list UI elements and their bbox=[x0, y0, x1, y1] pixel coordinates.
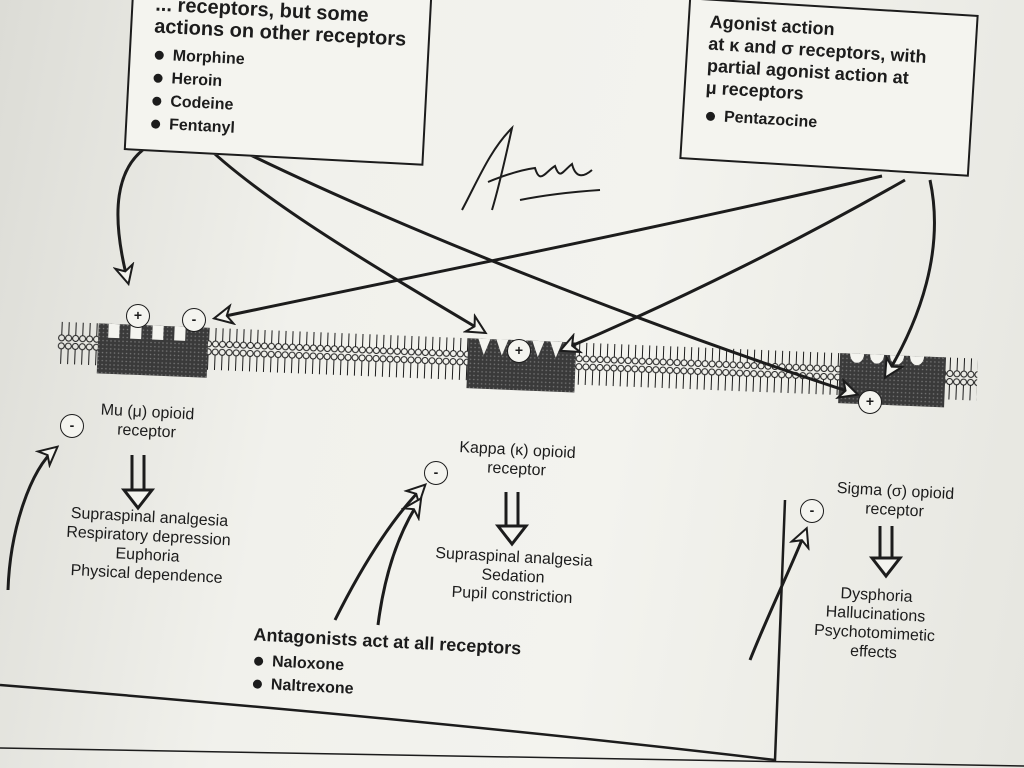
partial-agonist-box: Agonist action at κ and σ receptors, wit… bbox=[679, 0, 979, 177]
effect-arrow-sigma-head bbox=[868, 556, 904, 579]
arrow-partial-to-sigma bbox=[886, 179, 936, 376]
outer-border bbox=[0, 499, 787, 762]
arrow-antagonist-to-kappa-2 bbox=[376, 500, 420, 626]
effect-arrow-kappa bbox=[504, 492, 520, 526]
page-edge bbox=[0, 747, 1024, 767]
kappa-receptor-label: Kappa (κ) opioid receptor bbox=[441, 437, 593, 483]
mu-effects: Supraspinal analgesia Respiratory depres… bbox=[46, 503, 250, 589]
mu-receptor bbox=[96, 323, 209, 378]
cell-membrane bbox=[57, 321, 979, 408]
effect-arrow-mu bbox=[130, 455, 146, 490]
mu-minus-sign: - bbox=[60, 414, 84, 438]
mu-minus-sign-top: - bbox=[182, 308, 206, 332]
effect-arrow-kappa-head bbox=[494, 524, 530, 547]
kappa-plus-sign: + bbox=[507, 339, 531, 363]
effect-arrow-sigma bbox=[878, 526, 894, 558]
arrow-partial-to-kappa bbox=[562, 178, 906, 350]
sigma-minus-sign: - bbox=[800, 499, 824, 523]
agonist-drug-list: Morphine Heroin Codeine Fentanyl bbox=[149, 43, 413, 148]
sigma-receptor-label: Sigma (σ) opioid receptor bbox=[819, 478, 971, 524]
kappa-effects: Supraspinal analgesia Sedation Pupil con… bbox=[417, 543, 610, 610]
sigma-receptor bbox=[838, 353, 947, 408]
arrow-partial-to-mu bbox=[216, 174, 883, 318]
sigma-plus-sign: + bbox=[858, 390, 882, 414]
mu-receptor-label: Mu (μ) opioid receptor bbox=[83, 400, 211, 445]
arrow-agonist-to-sigma bbox=[219, 138, 856, 394]
sigma-effects: Dysphoria Hallucinations Psychotomimetic… bbox=[798, 582, 952, 666]
partial-box-title: Agonist action at κ and σ receptors, wit… bbox=[705, 11, 964, 114]
arrow-antagonist-to-sigma bbox=[748, 530, 806, 661]
arrow-antagonist-to-kappa bbox=[333, 486, 424, 621]
arrow-agonist-to-kappa bbox=[198, 138, 484, 332]
agonist-box: ... receptors, but some actions on other… bbox=[123, 0, 433, 166]
arrow-agonist-to-mu bbox=[118, 138, 161, 282]
effect-arrow-mu-head bbox=[120, 488, 156, 511]
mu-plus-sign: + bbox=[126, 304, 150, 328]
kappa-minus-sign: - bbox=[424, 461, 448, 485]
agonist-box-title: ... receptors, but some actions on other… bbox=[154, 0, 416, 51]
handwritten-signature bbox=[461, 124, 601, 211]
arrow-antagonist-to-mu bbox=[6, 448, 56, 591]
